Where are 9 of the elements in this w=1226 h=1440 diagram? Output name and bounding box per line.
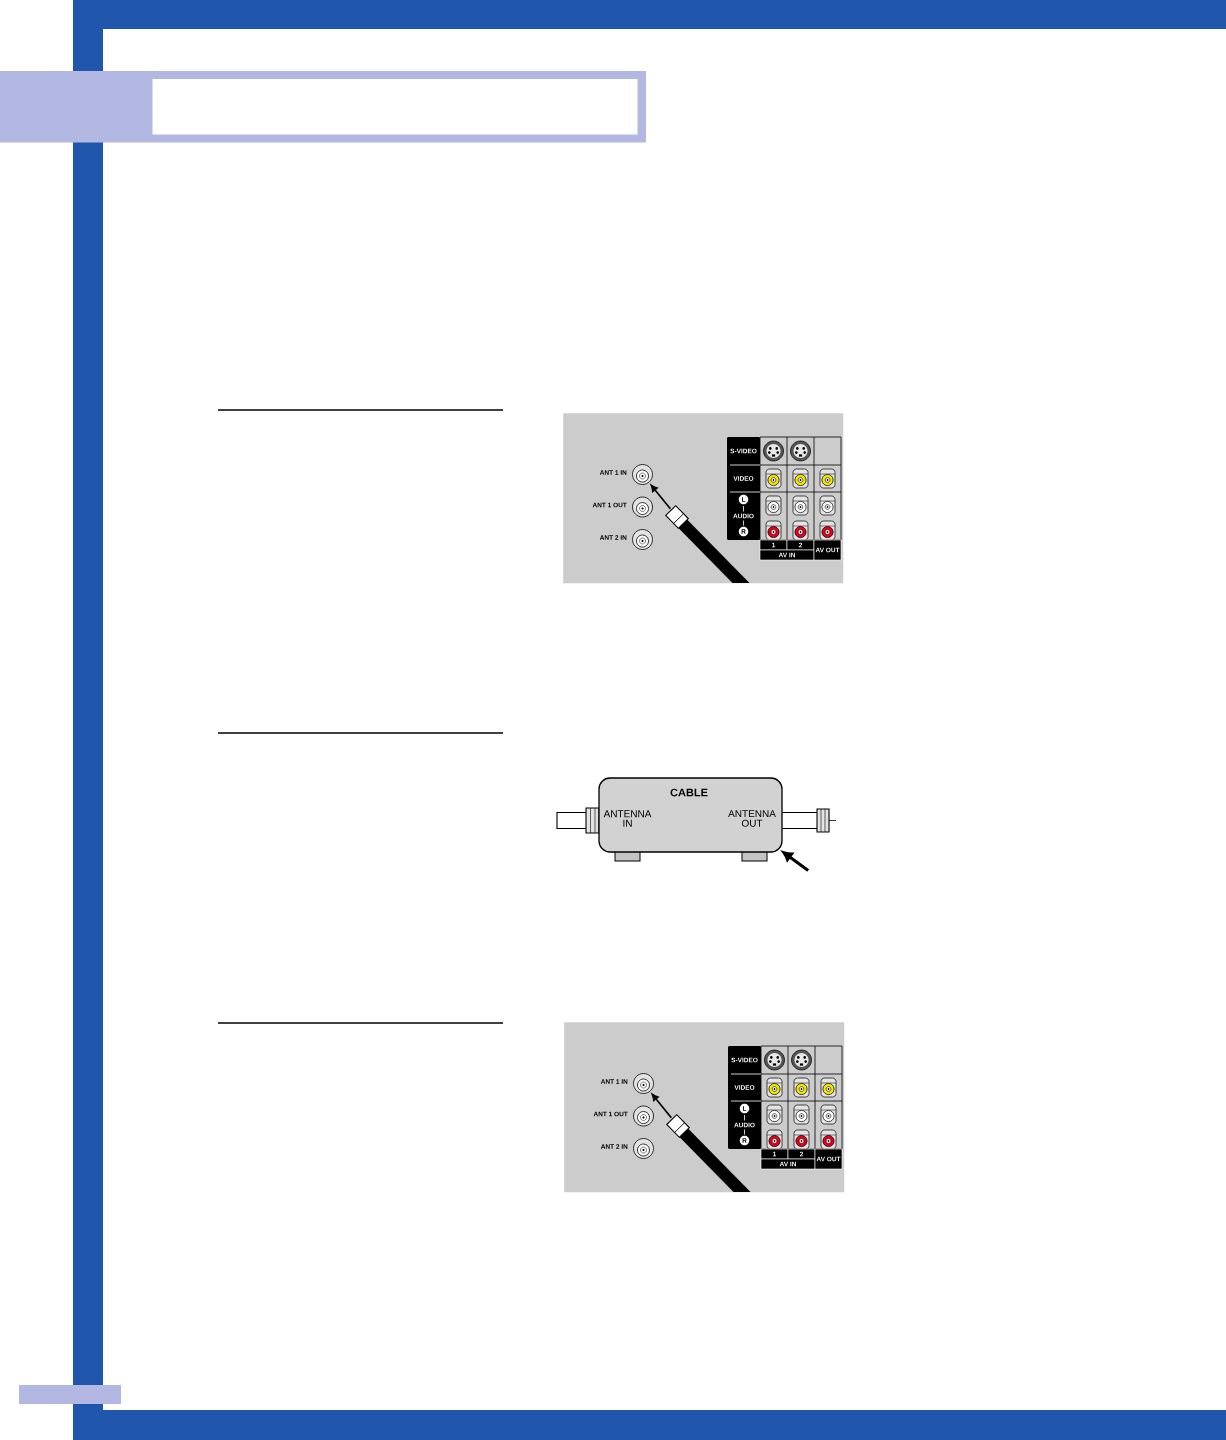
arrow: [650, 484, 672, 510]
coax-jack: [633, 1073, 654, 1094]
coax-jack: [632, 464, 653, 485]
coax-jack: [632, 529, 653, 550]
arrow: [782, 851, 810, 872]
coax-jack: [633, 1138, 654, 1159]
coax-jack: [632, 496, 653, 518]
arrow: [651, 1093, 673, 1119]
coax-jack: [633, 1105, 654, 1127]
